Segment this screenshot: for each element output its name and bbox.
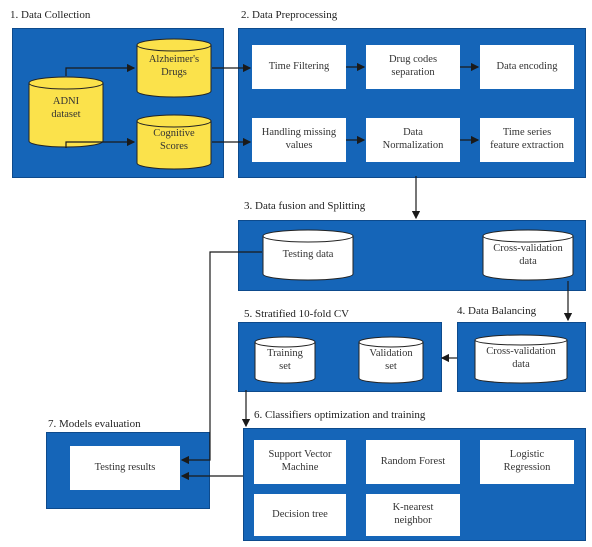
- testing-data-label: Testing data: [282, 249, 334, 260]
- section-label-data-preprocessing: 2. Data Preprocessing: [241, 9, 338, 21]
- cylinder-shape: [482, 229, 574, 281]
- cylinder-shape: [474, 334, 568, 384]
- section-label-stratified-cv: 5. Stratified 10-fold CV: [244, 308, 350, 320]
- cylinder-shape: [136, 114, 212, 170]
- data-encoding-node: Data encoding: [480, 45, 574, 89]
- section-label-data-balancing: 4. Data Balancing: [457, 305, 537, 317]
- cylinder-shape: [136, 38, 212, 98]
- testing-data-cylinder: Testing data: [262, 229, 354, 281]
- time-filtering-node: Time Filtering: [252, 45, 346, 89]
- section-label-classifiers: 6. Classifiers optimization and training: [254, 409, 426, 421]
- random-forest-node: Random Forest: [366, 440, 460, 484]
- section-label-data-fusion: 3. Data fusion and Splitting: [244, 200, 366, 212]
- cylinder-shape: [358, 336, 424, 384]
- cylinder-shape: [28, 76, 104, 148]
- testing-results-node: Testing results: [70, 446, 180, 490]
- section-label-models-evaluation: 7. Models evaluation: [48, 418, 141, 430]
- section-label-data-collection: 1. Data Collection: [10, 9, 91, 21]
- arrow-testing-data-to-results: [180, 251, 262, 465]
- arrow-adni-to-cognitive: [65, 137, 136, 148]
- cylinder-shape: [254, 336, 316, 384]
- arrow-adni-to-drugs: [65, 63, 136, 76]
- decision-tree-node: Decision tree: [254, 494, 346, 536]
- cylinder-shape: [262, 229, 354, 281]
